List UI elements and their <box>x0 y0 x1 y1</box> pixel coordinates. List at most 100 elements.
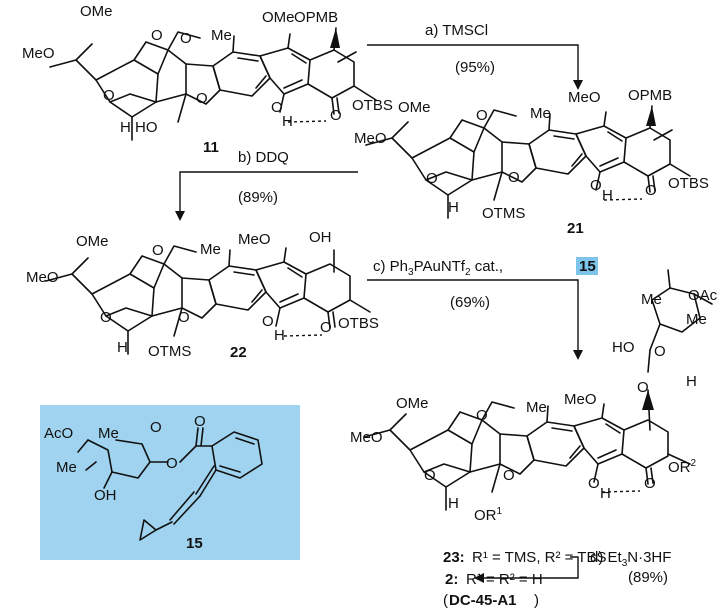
c11-meo-1: MeO <box>22 45 55 62</box>
c21-meo-1: MeO <box>354 130 387 147</box>
c15-o-carbonyl: O <box>194 413 206 430</box>
step-c-yield: (69%) <box>450 294 490 311</box>
c11-o-furan: O <box>196 90 208 107</box>
c23-ho: HO <box>612 339 635 356</box>
dc45-a1-name: DC-45-A1 <box>449 592 517 609</box>
c23-o-furan: O <box>503 467 515 484</box>
c11-me: Me <box>211 27 232 44</box>
c11-opmb: OPMB <box>294 9 338 26</box>
dc45-open-paren: ( <box>443 592 448 609</box>
c11-otbs: OTBS <box>352 97 393 114</box>
c21-otms: OTMS <box>482 205 525 222</box>
c23-o-cage: O <box>424 467 436 484</box>
c11-o-ketone: O <box>330 107 342 124</box>
arrow-step-d <box>474 556 579 583</box>
compound-11-label: 11 <box>203 139 219 156</box>
step-d-reagent: d) Et3N·3HF <box>590 549 671 569</box>
arrow-step-b <box>175 171 358 221</box>
c23-o-phenol: O <box>588 475 600 492</box>
compound-15-structure <box>77 427 263 541</box>
c23-oac: OAc <box>688 287 718 304</box>
c23-o-ketone: O <box>644 475 656 492</box>
c22-o-cage: O <box>100 309 112 326</box>
compound-21-structure <box>365 105 691 219</box>
c21-opmb: OPMB <box>628 87 672 104</box>
c23-meo-1: MeO <box>350 429 383 446</box>
c15-me-1: Me <box>98 425 119 442</box>
c22-meo-1: MeO <box>26 269 59 286</box>
c23-h-anomeric: H <box>686 373 697 390</box>
compound-2-label: 2: <box>445 571 458 588</box>
c23-ome-1: OMe <box>396 395 429 412</box>
c21-o-ketone: O <box>645 182 657 199</box>
c15-me-2: Me <box>56 459 77 476</box>
c11-o-bridge-2: O <box>180 30 192 47</box>
c23-me-sugar-2: Me <box>686 311 707 328</box>
c15-oh: OH <box>94 487 117 504</box>
c23-h: H <box>448 495 459 512</box>
compound-15-highlight-box <box>40 405 300 560</box>
c15-aco: AcO <box>44 425 73 442</box>
arrow-step-c <box>367 279 583 360</box>
c22-otbs: OTBS <box>338 315 379 332</box>
c23-o-sugar: O <box>654 343 666 360</box>
compound-21-label: 21 <box>567 220 584 237</box>
step-a-yield: (95%) <box>455 59 495 76</box>
c11-o-cage: O <box>103 87 115 104</box>
arrow-step-a <box>367 44 583 90</box>
compound-2-substituents: R¹ = R² = H <box>466 571 543 588</box>
c23-or1: OR1 <box>474 506 503 524</box>
step-c-catalyst-ref: 15 <box>579 258 596 275</box>
c11-ome-1: OMe <box>80 3 113 20</box>
c21-o-phenol: O <box>590 177 602 194</box>
c15-o-ester: O <box>166 455 178 472</box>
step-c-15-highlight <box>576 257 598 275</box>
c22-o-furan: O <box>178 309 190 326</box>
c11-o-phenol: O <box>271 99 283 116</box>
c23-o-bridge: O <box>476 407 488 424</box>
c23-meo-2: MeO <box>564 391 597 408</box>
step-b-yield: (89%) <box>238 189 278 206</box>
step-d-yield: (89%) <box>628 569 668 586</box>
c23-h-bond: H <box>600 485 611 502</box>
c22-meo-2: MeO <box>238 231 271 248</box>
c21-o-cage: O <box>426 170 438 187</box>
c23-me-sugar-1: Me <box>641 291 662 308</box>
c23-me: Me <box>526 399 547 416</box>
compound-15-label: 15 <box>186 535 203 552</box>
c11-h: H <box>120 119 131 136</box>
c22-o-ketone: O <box>320 319 332 336</box>
step-a-reagent: a) TMSCl <box>425 22 488 39</box>
c22-oh: OH <box>309 229 332 246</box>
c11-h-bond: H <box>282 113 293 130</box>
c22-h-bond: H <box>274 327 285 344</box>
c21-me: Me <box>530 105 551 122</box>
c22-me: Me <box>200 241 221 258</box>
step-c-reagent: c) Ph3PAuNTf2 cat., <box>373 258 503 278</box>
c22-o-bridge: O <box>152 242 164 259</box>
compound-23-structure <box>363 269 713 511</box>
c22-h: H <box>117 339 128 356</box>
c21-meo-2: MeO <box>568 89 601 106</box>
dc45-close-paren: ) <box>534 592 539 609</box>
step-b-reagent: b) DDQ <box>238 149 289 166</box>
c21-h-bond: H <box>602 187 613 204</box>
c22-ome-1: OMe <box>76 233 109 250</box>
c22-otms: OTMS <box>148 343 191 360</box>
c23-o-glycoside: O <box>637 379 649 396</box>
c21-h: H <box>448 199 459 216</box>
compound-11-structure <box>49 27 377 141</box>
c11-o-bridge: O <box>151 27 163 44</box>
compound-22-label: 22 <box>230 344 247 361</box>
c15-o-ring: O <box>150 419 162 436</box>
c22-o-phenol: O <box>262 313 274 330</box>
c23-or2: OR2 <box>668 458 697 476</box>
c21-o-bridge: O <box>476 107 488 124</box>
compound-23-substituents: R¹ = TMS, R² = TBS <box>472 549 606 566</box>
compound-23-label: 23: <box>443 549 465 566</box>
c11-ho: HO <box>135 119 158 136</box>
compound-22-structure <box>45 245 371 355</box>
c21-o-furan: O <box>508 169 520 186</box>
